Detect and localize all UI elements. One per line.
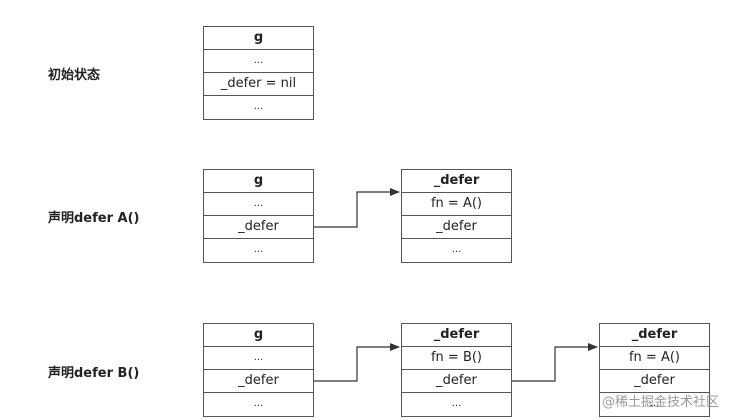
- g-struct-row3: g ... _defer ...: [203, 323, 314, 417]
- g-struct-ellipsis: ...: [204, 50, 313, 73]
- arrow-g-to-defer-a: [314, 188, 400, 228]
- defer-link-field: _defer: [402, 216, 511, 239]
- defer-struct-title: _defer: [600, 324, 709, 347]
- defer-a-struct-row3: _defer fn = A() _defer ...: [599, 323, 710, 417]
- defer-fn-field: fn = A(): [402, 193, 511, 216]
- label-declare-defer-b: 声明defer B(): [48, 366, 140, 381]
- defer-struct-title: _defer: [402, 324, 511, 347]
- g-struct-ellipsis: ...: [253, 244, 264, 255]
- defer-fn-field: fn = B(): [402, 347, 511, 370]
- g-struct-ellipsis: ...: [253, 398, 264, 409]
- g-struct-defer-field: _defer = nil: [204, 73, 313, 96]
- arrow-defer-b-to-defer-a: [512, 343, 598, 382]
- defer-link-field: _defer: [402, 370, 511, 393]
- watermark: @稀土掘金技术社区: [601, 395, 719, 410]
- arrow-g-to-defer-b: [314, 343, 400, 382]
- g-struct-initial: g ... _defer = nil ...: [203, 26, 314, 120]
- defer-fn-field: fn = A(): [600, 347, 709, 370]
- g-struct-ellipsis: ...: [204, 193, 313, 216]
- g-struct-title: g: [204, 27, 313, 50]
- g-struct-title: g: [204, 324, 313, 347]
- g-struct-ellipsis: ...: [253, 101, 264, 112]
- defer-struct-title: _defer: [402, 170, 511, 193]
- g-struct-defer-field: _defer: [204, 216, 313, 239]
- defer-ellipsis: ...: [451, 398, 462, 409]
- defer-ellipsis: ...: [451, 244, 462, 255]
- label-initial-state: 初始状态: [48, 68, 101, 83]
- defer-link-field: _defer: [600, 370, 709, 393]
- g-struct-ellipsis: ...: [204, 347, 313, 370]
- defer-b-struct-row3: _defer fn = B() _defer ...: [401, 323, 512, 417]
- defer-ellipsis: ...: [649, 398, 660, 409]
- g-struct-title: g: [204, 170, 313, 193]
- defer-a-struct-row2: _defer fn = A() _defer ...: [401, 169, 512, 263]
- g-struct-defer-field: _defer: [204, 370, 313, 393]
- g-struct-row2: g ... _defer ...: [203, 169, 314, 263]
- label-declare-defer-a: 声明defer A(): [48, 211, 140, 226]
